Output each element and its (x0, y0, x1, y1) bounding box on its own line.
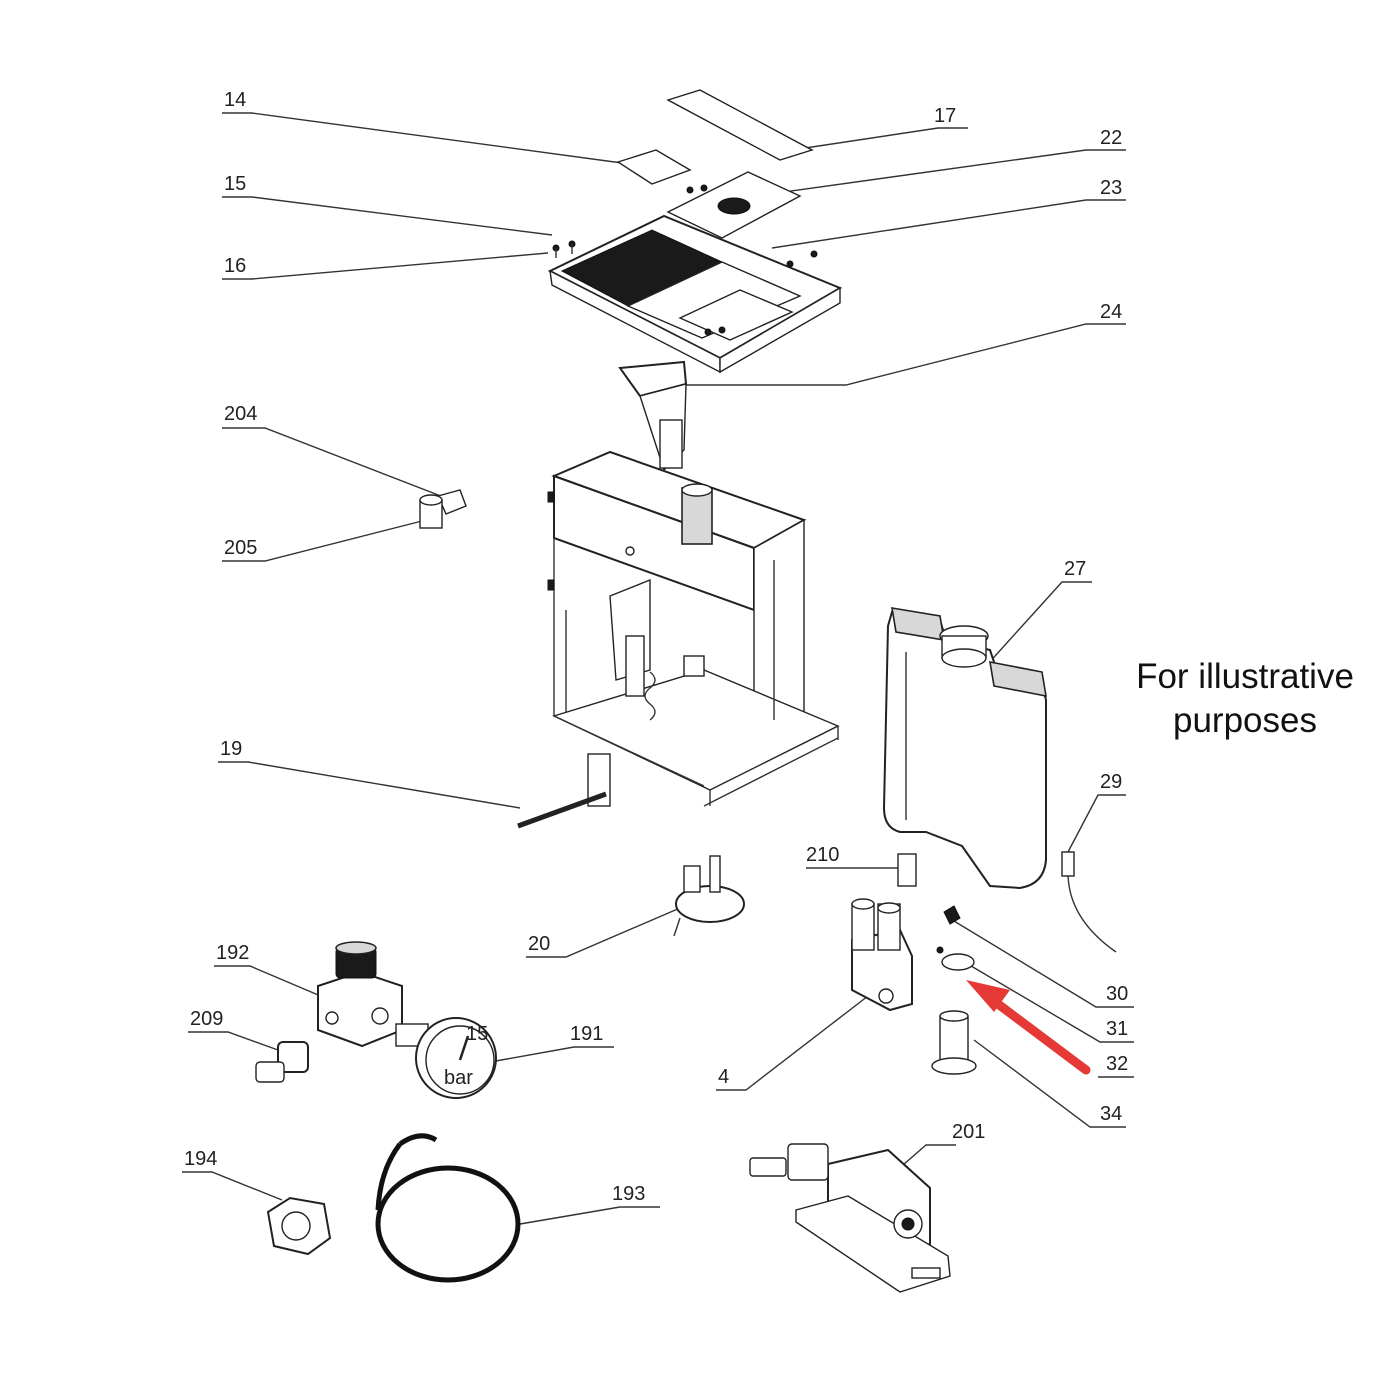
illustrative-note: For illustrative purposes (1100, 655, 1390, 743)
label-15: 15 (224, 173, 246, 195)
label-192: 192 (216, 942, 249, 964)
label-32: 32 (1106, 1053, 1128, 1075)
label-17: 17 (934, 105, 956, 127)
label-20: 20 (528, 933, 550, 955)
label-16: 16 (224, 255, 246, 277)
gauge-scale: 15 (466, 1023, 488, 1045)
part-193-tube (375, 1133, 521, 1283)
note-line-2: purposes (1173, 701, 1317, 740)
part-22-slot (717, 197, 751, 215)
part-4-block (851, 898, 913, 1012)
label-24: 24 (1100, 301, 1122, 323)
label-193: 193 (612, 1183, 645, 1205)
label-30: 30 (1106, 983, 1128, 1005)
label-194: 194 (184, 1148, 217, 1170)
part-194-fitting (266, 1196, 332, 1256)
label-23: 23 (1100, 177, 1122, 199)
label-201: 201 (952, 1121, 985, 1143)
note-line-1: For illustrative (1136, 657, 1354, 696)
label-19: 19 (220, 738, 242, 760)
label-205: 205 (224, 537, 257, 559)
part-201-solenoid (749, 1143, 951, 1293)
part-19-probe (517, 753, 611, 829)
cabinet-frame (547, 450, 840, 807)
part-20-valve (673, 855, 745, 937)
label-209: 209 (190, 1008, 223, 1030)
label-22: 22 (1100, 127, 1122, 149)
part-204-205 (419, 489, 467, 529)
label-14: 14 (224, 89, 246, 111)
label-29: 29 (1100, 771, 1122, 793)
part-209-elbow (255, 1041, 309, 1083)
part-17-cover (666, 89, 814, 161)
highlight-arrow (966, 980, 1091, 1075)
part-29-sensor (1061, 851, 1117, 953)
part-30-clip (943, 905, 961, 925)
part-34-fitting (931, 1010, 977, 1075)
leader-lines (182, 112, 1134, 1225)
gauge-unit: bar (444, 1067, 473, 1089)
label-27: 27 (1064, 558, 1086, 580)
part-27-water-tank (882, 607, 1047, 890)
part-31-ring (936, 946, 975, 971)
label-210: 210 (806, 844, 839, 866)
part-192-regulator (317, 941, 403, 1048)
part-14-plate (616, 149, 692, 185)
part-191-gauge: 15 bar (395, 1017, 497, 1099)
label-31: 31 (1106, 1018, 1128, 1040)
label-34: 34 (1100, 1103, 1122, 1125)
part-labels: 14 15 16 17 22 23 24 204 205 27 19 29 21… (184, 89, 1128, 1205)
label-204: 204 (224, 403, 257, 425)
lid-assembly (547, 184, 843, 374)
part-24-chute (618, 360, 688, 472)
label-4: 4 (718, 1066, 729, 1088)
part-210-sleeve (897, 853, 917, 887)
label-191: 191 (570, 1023, 603, 1045)
